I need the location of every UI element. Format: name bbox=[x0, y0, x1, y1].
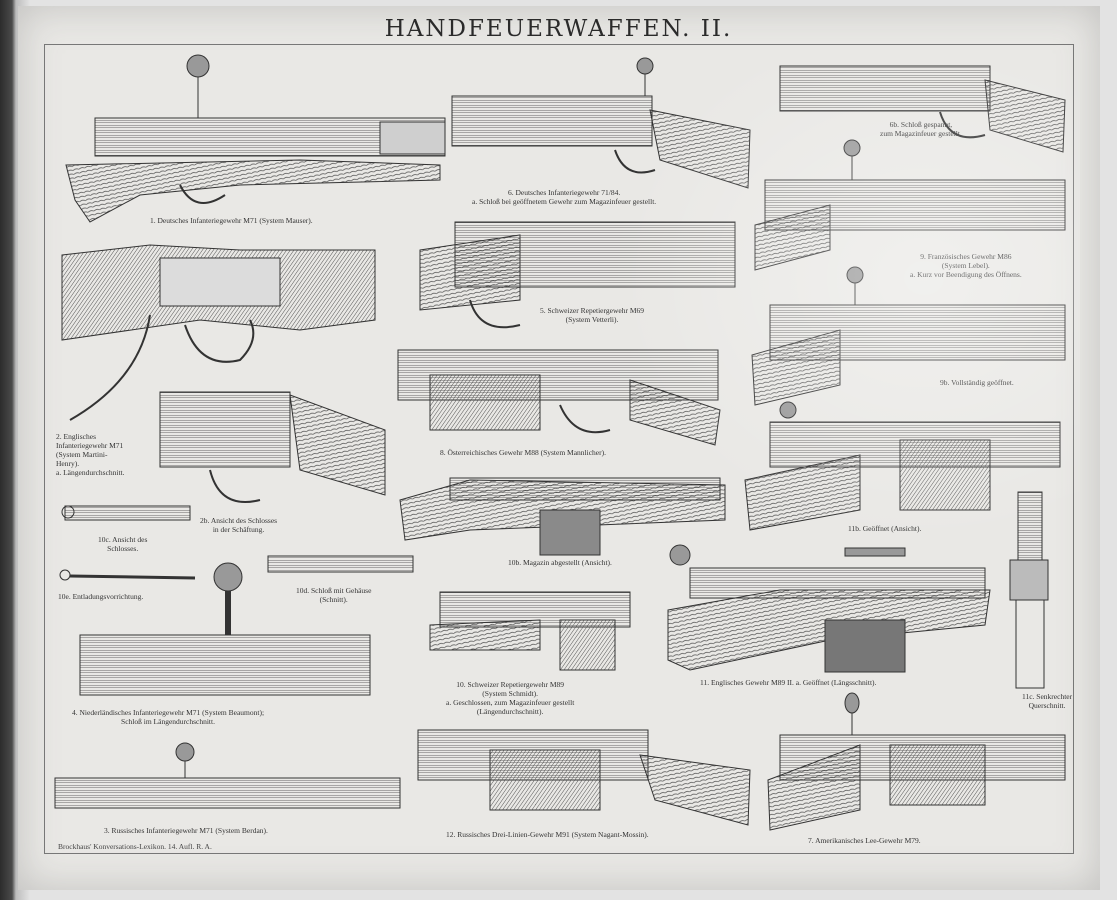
caption-fig4: 4. Niederländisches Infanteriegewehr M71… bbox=[72, 708, 265, 726]
fig12-mosin-nagant-drawing bbox=[417, 729, 751, 826]
caption-fig11: 11. Englisches Gewehr M89 II. a. Geöffne… bbox=[700, 678, 877, 687]
caption-fig2b: 2b. Ansicht des Schlosses in der Schäftu… bbox=[200, 516, 278, 534]
fig10e-ejector-part bbox=[59, 569, 196, 581]
caption-fig2: 2. Englisches Infanteriegewehr M71 (Syst… bbox=[56, 432, 125, 477]
fig3-berdan-drawing bbox=[54, 742, 401, 809]
caption-fig11c: 11c. Senkrechter Querschnitt. bbox=[1022, 692, 1073, 710]
caption-fig5: 5. Schweizer Repetiergewehr M69 (System … bbox=[540, 306, 644, 324]
fig11-lee-metford-drawing bbox=[667, 544, 991, 673]
fig4-beaumont-drawing bbox=[79, 562, 371, 696]
caption-fig10: 10. Schweizer Repetiergewehr M89 (System… bbox=[446, 680, 575, 716]
fig10c-lock-part bbox=[61, 505, 191, 521]
fig1-mauser-drawing bbox=[65, 54, 446, 223]
fig11b-lee-metford-open-drawing bbox=[744, 401, 1061, 531]
fig2b-lock-drawing bbox=[159, 391, 386, 503]
fig10b-schmidt-magazine-drawing bbox=[399, 477, 726, 556]
fig5-vetterli-drawing bbox=[419, 221, 736, 329]
caption-fig10d: 10d. Schloß mit Gehäuse (Schnitt). bbox=[296, 586, 372, 604]
fig2-martini-henry-drawing bbox=[61, 244, 376, 421]
fig10-schmidt-drawing bbox=[429, 591, 631, 671]
fig7-lee-m79-drawing bbox=[767, 692, 1066, 831]
fig11c-cross-section-drawing bbox=[1009, 491, 1049, 689]
caption-fig10c: 10c. Ansicht des Schlosses. bbox=[98, 535, 148, 553]
caption-fig1: 1. Deutsches Infanteriegewehr M71 (Syste… bbox=[150, 216, 313, 225]
fig9-lebel-drawing bbox=[754, 139, 1066, 271]
fig8-mannlicher-drawing bbox=[397, 349, 721, 446]
fig9b-lebel-open-drawing bbox=[751, 266, 1066, 406]
caption-fig7: 7. Amerikanisches Lee-Gewehr M79. bbox=[808, 836, 921, 845]
plate-border bbox=[44, 44, 1074, 854]
plate-title: HANDFEUERWAFFEN. II. bbox=[384, 16, 733, 42]
caption-fig10e: 10e. Entladungsvorrichtung. bbox=[58, 592, 144, 601]
caption-fig3: 3. Russisches Infanteriegewehr M71 (Syst… bbox=[104, 826, 268, 835]
caption-fig8: 8. Österreichisches Gewehr M88 (System M… bbox=[440, 448, 606, 457]
caption-fig12: 12. Russisches Drei-Linien-Gewehr M91 (S… bbox=[446, 830, 649, 839]
caption-fig6: 6. Deutsches Infanteriegewehr 71/84. a. … bbox=[472, 188, 657, 206]
fig10d-lock-housing-part bbox=[267, 555, 414, 573]
fig6b-lock-drawing bbox=[779, 65, 1066, 153]
caption-fig9b: 9b. Vollständig geöffnet. bbox=[940, 378, 1014, 387]
caption-fig11b: 11b. Geöffnet (Ansicht). bbox=[848, 524, 922, 533]
publisher-footer: Brockhaus' Konversations-Lexikon. 14. Au… bbox=[58, 842, 212, 851]
caption-fig9: 9. Französisches Gewehr M86 (System Lebe… bbox=[910, 252, 1022, 279]
caption-fig10b: 10b. Magazin abgestellt (Ansicht). bbox=[508, 558, 612, 567]
caption-fig6b: 6b. Schloß gespannt, zum Magazinfeuer ge… bbox=[880, 120, 962, 138]
fig6-mauser-7184-drawing bbox=[451, 57, 751, 189]
